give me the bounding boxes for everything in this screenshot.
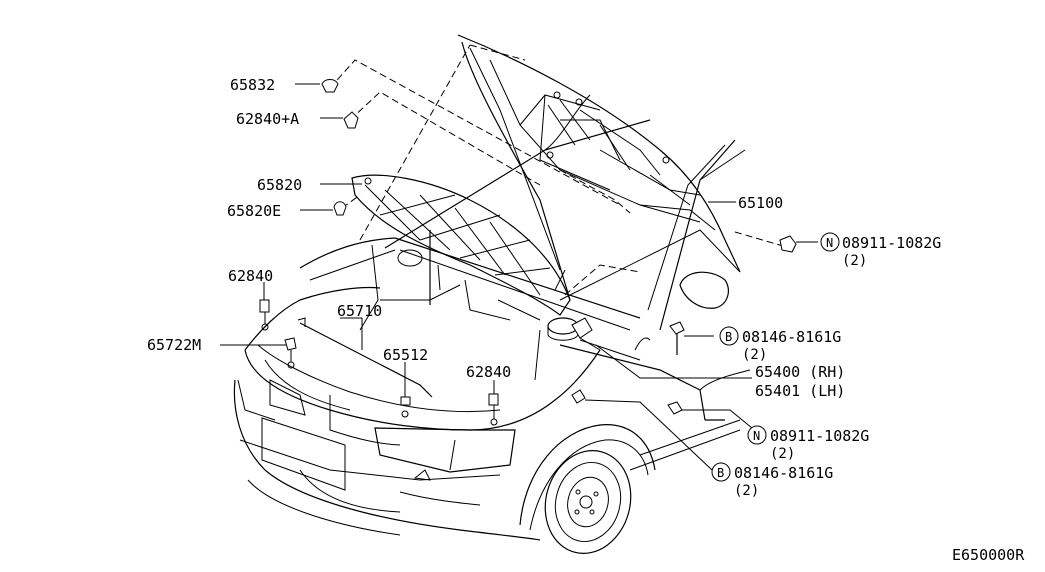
fastener-1-qty: (2) [842, 253, 867, 269]
fastener-4-part: 08146-8161G [734, 464, 833, 482]
nut-top [779, 235, 797, 253]
callout-65401: 65401 (LH) [755, 382, 845, 400]
fastener-2-qty: (2) [742, 347, 767, 363]
diagram-reference-code: E650000R [952, 546, 1025, 564]
bumper-65722m [284, 337, 297, 351]
callout-62840a: 62840+A [236, 110, 299, 128]
fastener-callouts: N 08911-1082G (2) B 08146-8161G (2) N 08… [711, 232, 941, 499]
bumper-62840a [343, 111, 359, 129]
callout-65400: 65400 (RH) [755, 363, 845, 381]
callout-62840-left: 62840 [228, 267, 273, 285]
fastener-1-part: 08911-1082G [842, 234, 941, 252]
hood-support-rod [297, 317, 433, 398]
clip-65820e [333, 201, 347, 216]
fastener-4-symbol: B [717, 466, 724, 480]
callout-65820e: 65820E [227, 202, 281, 220]
fastener-3-qty: (2) [770, 446, 795, 462]
fastener-4-qty: (2) [734, 483, 759, 499]
bumper-62840-mid [488, 393, 499, 406]
part-labels: 65832 62840+A 65820 65820E 62840 65722M … [147, 76, 845, 400]
dashed-leader-lines [329, 44, 791, 296]
hood-hinge [571, 317, 593, 339]
label-leader-lines [220, 83, 818, 471]
nut-lower [667, 401, 683, 415]
small-fasteners [259, 79, 797, 426]
bolt-symbol-circle-2 [711, 462, 731, 482]
callout-65512: 65512 [383, 346, 428, 364]
fastener-2-part: 08146-8161G [742, 328, 841, 346]
nut-symbol-circle [820, 232, 840, 252]
fastener-2-symbol: B [725, 330, 732, 344]
fastener-3-symbol: N [753, 429, 760, 443]
bolt-upper [669, 321, 685, 335]
grommet-65512 [400, 396, 411, 406]
clip-65832 [321, 79, 339, 93]
nut-symbol-circle-2 [747, 425, 767, 445]
car-body-drawing [233, 94, 751, 554]
hood-insulator-drawing [351, 174, 571, 316]
callout-65820: 65820 [257, 176, 302, 194]
fastener-3-part: 08911-1082G [770, 427, 869, 445]
fastener-1-symbol: N [826, 236, 833, 250]
bumper-62840-left [259, 299, 270, 313]
callout-65100: 65100 [738, 194, 783, 212]
callout-65710: 65710 [337, 302, 382, 320]
callout-65832: 65832 [230, 76, 275, 94]
callout-65722m: 65722M [147, 336, 201, 354]
callout-62840-mid: 62840 [466, 363, 511, 381]
bolt-lower [571, 389, 586, 404]
bolt-symbol-circle [719, 326, 739, 346]
hood-panel-drawing [457, 34, 741, 301]
